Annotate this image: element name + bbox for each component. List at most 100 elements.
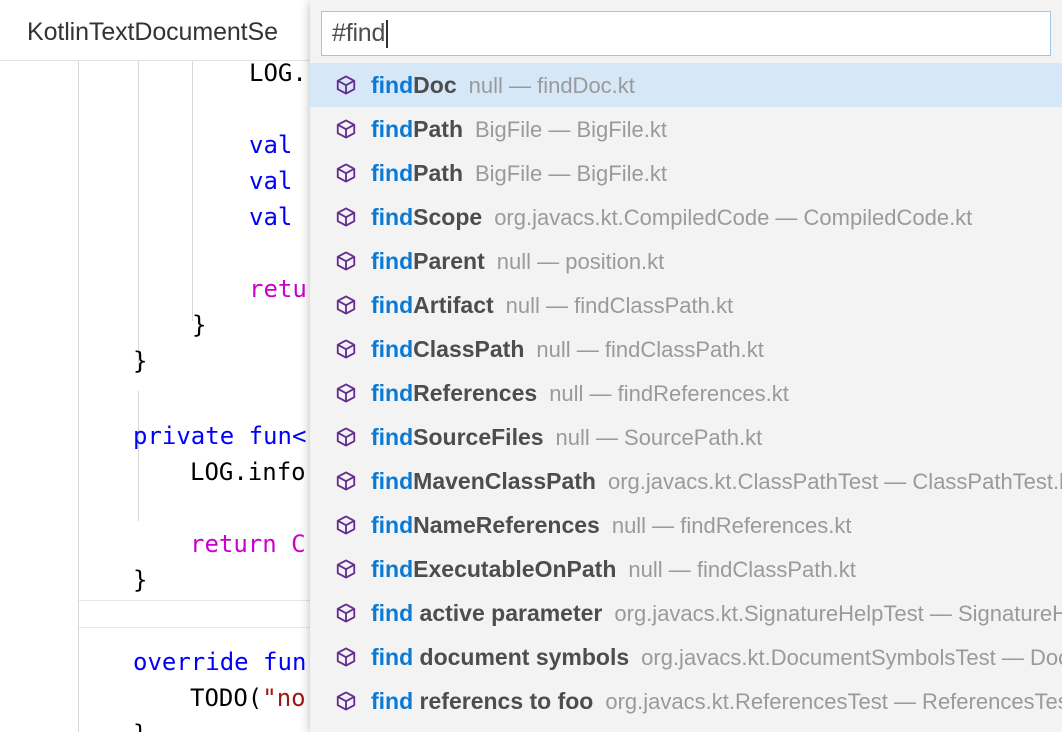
- code-line: TODO("no: [190, 680, 306, 716]
- symbol-detail: null — findClassPath.kt: [628, 556, 856, 582]
- symbol-detail: org.javacs.kt.ReferencesTest — Reference…: [605, 688, 1062, 714]
- code-token: private fun<: [133, 422, 307, 450]
- code-line: val: [249, 199, 292, 235]
- symbol-result-row[interactable]: find referencs to foo org.javacs.kt.Refer…: [310, 679, 1062, 723]
- code-line: val: [249, 163, 292, 199]
- symbol-name: Path: [413, 115, 463, 142]
- symbol-detail: org.javacs.kt.ClassPathTest — ClassPathT…: [607, 468, 1062, 494]
- symbol-name: Scope: [413, 203, 483, 230]
- code-token: val: [249, 131, 293, 159]
- symbol-method-icon: [336, 339, 356, 359]
- search-input[interactable]: #find: [321, 11, 1051, 56]
- code-token: TODO(: [190, 684, 263, 712]
- code-token: LOG.: [249, 61, 307, 87]
- symbol-detail: org.javacs.kt.DocumentSymbolsTest — Docu…: [641, 644, 1062, 670]
- symbol-name: NameReferences: [413, 511, 600, 538]
- indent-guide: [138, 61, 139, 372]
- symbol-match-highlight: find: [371, 379, 414, 406]
- code-line: }: [133, 562, 147, 598]
- symbol-detail: null — findClassPath.kt: [536, 336, 764, 362]
- symbol-detail: BigFile — BigFile.kt: [475, 116, 667, 142]
- symbol-method-icon: [336, 75, 356, 95]
- symbol-match-highlight: find: [371, 335, 414, 362]
- symbol-detail: null — findReferences.kt: [549, 380, 789, 406]
- symbol-name: Path: [413, 159, 463, 186]
- indent-guide: [138, 391, 139, 521]
- code-line: retu: [249, 271, 307, 307]
- symbol-detail: org.javacs.kt.SignatureHelpTest — Signat…: [614, 600, 1062, 626]
- code-line: }: [133, 343, 147, 379]
- code-line: }: [133, 716, 147, 732]
- symbol-match-highlight: find: [371, 247, 414, 274]
- symbol-method-icon: [336, 647, 356, 667]
- code-token: LOG.info: [190, 458, 306, 486]
- symbol-method-icon: [336, 691, 356, 711]
- symbol-match-highlight: find: [371, 115, 414, 142]
- code-line: LOG.: [249, 61, 307, 91]
- code-token: }: [133, 720, 147, 732]
- symbol-match-highlight: find: [371, 291, 414, 318]
- code-line: val: [249, 127, 292, 163]
- symbol-name: Artifact: [413, 291, 494, 318]
- symbol-match-highlight: find: [371, 555, 414, 582]
- symbol-name: ClassPath: [413, 335, 525, 362]
- symbol-name: document symbols: [413, 643, 630, 670]
- picker-input-container: #find: [310, 0, 1062, 63]
- symbol-result-row[interactable]: find active parameter org.javacs.kt.Signa…: [310, 591, 1062, 635]
- symbol-detail: null — findClassPath.kt: [505, 292, 734, 318]
- symbol-result-text: find active parameter org.javacs.kt.Signa…: [371, 600, 1062, 627]
- symbol-result-text: find document symbols org.javacs.kt.Docum…: [371, 644, 1062, 671]
- symbol-match-highlight: find: [371, 511, 414, 538]
- symbol-match-highlight: find: [371, 643, 414, 670]
- symbol-method-icon: [336, 559, 356, 579]
- symbol-name: active parameter: [413, 599, 603, 626]
- symbol-match-highlight: find: [371, 467, 414, 494]
- symbol-name: referencs to foo: [413, 687, 594, 714]
- symbol-match-highlight: find: [371, 423, 414, 450]
- symbol-result-row[interactable]: find document symbols org.javacs.kt.Docum…: [310, 635, 1062, 679]
- search-input-value: #find: [332, 19, 386, 47]
- code-token: val: [249, 203, 293, 231]
- symbol-detail: null — SourcePath.kt: [555, 424, 763, 450]
- symbol-method-icon: [336, 603, 356, 623]
- symbol-method-icon: [336, 251, 356, 271]
- code-token: override fun: [133, 648, 307, 676]
- symbol-match-highlight: find: [371, 71, 414, 98]
- symbol-match-highlight: find: [371, 687, 414, 714]
- symbol-detail: null — findDoc.kt: [468, 72, 635, 98]
- code-token: return C: [190, 530, 306, 558]
- symbol-name: MavenClassPath: [413, 467, 596, 494]
- symbol-method-icon: [336, 119, 356, 139]
- symbol-method-icon: [336, 383, 356, 403]
- symbol-name: SourceFiles: [413, 423, 544, 450]
- symbol-match-highlight: find: [371, 599, 414, 626]
- code-token: retu: [249, 275, 307, 303]
- symbol-name: References: [413, 379, 538, 406]
